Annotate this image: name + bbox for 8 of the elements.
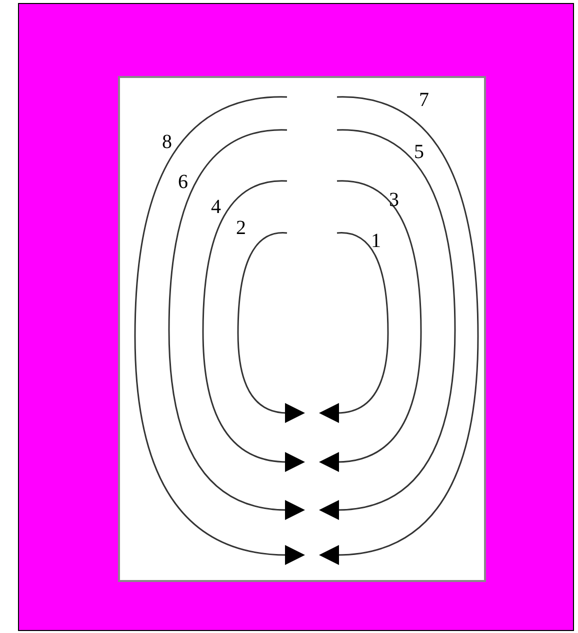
arc-number: 3 [389, 190, 399, 210]
arc-number: 7 [419, 90, 429, 110]
arc-number: 5 [414, 142, 424, 162]
arc-number: 4 [211, 197, 221, 217]
arc-number: 8 [162, 132, 172, 152]
arc-number: 6 [178, 172, 188, 192]
arc-number: 1 [371, 231, 381, 251]
arc-number: 2 [236, 218, 246, 238]
